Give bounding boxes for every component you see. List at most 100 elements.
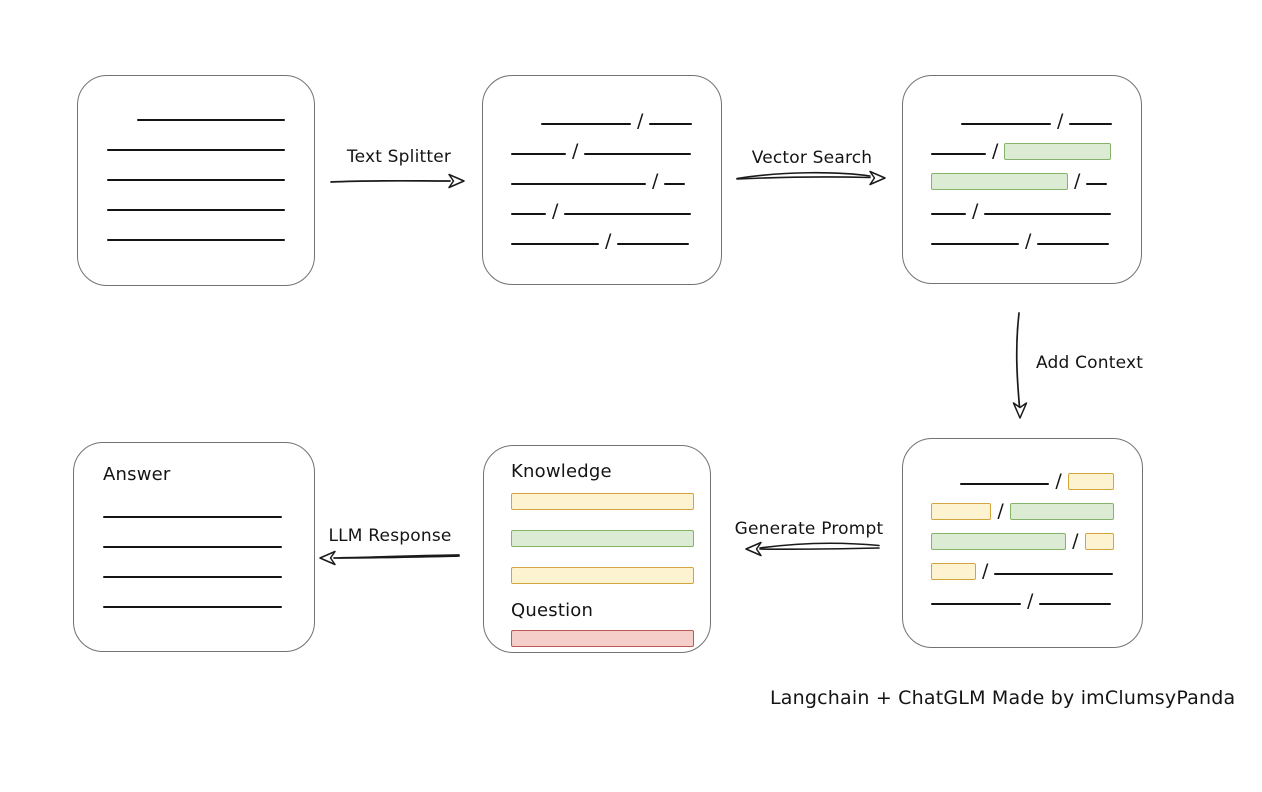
text-line	[931, 243, 1019, 245]
answer-label: Answer	[103, 464, 171, 485]
text-line	[107, 179, 285, 181]
text-chunk-row	[107, 158, 285, 188]
answer-lines	[103, 516, 285, 608]
text-line	[1069, 123, 1113, 125]
text-chunk-row	[107, 128, 285, 158]
text-line	[664, 183, 686, 185]
text-chunk-row: /	[931, 162, 1113, 192]
context-chunk-lines: / / / / /	[903, 439, 1142, 612]
text-line	[107, 149, 285, 151]
text-chunk-row: /	[931, 132, 1113, 162]
context-chunk-yellow	[931, 563, 976, 580]
text-line	[541, 123, 631, 125]
text-line	[511, 213, 546, 215]
slash-separator: /	[572, 140, 579, 162]
text-line	[103, 546, 282, 548]
text-chunk-row: /	[511, 162, 693, 192]
matched-chunk-green-bar	[511, 530, 694, 547]
text-chunk-row: /	[511, 222, 693, 252]
llm-response-arrow	[319, 550, 460, 566]
text-line	[564, 213, 692, 215]
slash-separator: /	[1055, 470, 1062, 492]
llm-response-label: LLM Response	[328, 526, 452, 546]
text-chunk-row: /	[931, 462, 1114, 492]
text-chunk-row: /	[931, 192, 1113, 222]
matched-chunk-green	[931, 173, 1068, 190]
text-line	[136, 119, 285, 121]
node-prompt: Knowledge Question	[483, 445, 711, 653]
text-line	[584, 153, 692, 155]
slash-separator: /	[997, 500, 1004, 522]
text-line	[511, 183, 646, 185]
text-line	[649, 123, 693, 125]
text-chunk-row	[107, 188, 285, 218]
matched-chunk-lines: /////	[903, 76, 1141, 252]
text-line	[961, 123, 1051, 125]
text-chunk-row: /	[511, 132, 693, 162]
matched-chunk-green	[931, 533, 1067, 550]
document-lines	[78, 76, 314, 248]
question-chunk-red-bar	[511, 630, 694, 647]
text-line	[617, 243, 690, 245]
text-splitter-arrow	[330, 173, 465, 189]
text-splitter-label: Text Splitter	[346, 147, 452, 167]
node-split-chunks: /////	[482, 75, 722, 285]
question-bars	[511, 623, 694, 653]
matched-chunk-green	[1004, 143, 1112, 160]
slash-separator: /	[605, 230, 612, 252]
text-line	[103, 516, 282, 518]
text-line	[1086, 183, 1108, 185]
vector-search-label: Vector Search	[751, 148, 873, 168]
slash-separator: /	[1072, 530, 1079, 552]
slash-separator: /	[992, 140, 999, 162]
slash-separator: /	[1025, 230, 1032, 252]
generate-prompt-label: Generate Prompt	[734, 519, 884, 539]
text-line	[107, 239, 285, 241]
text-chunk-row: /	[931, 222, 1113, 252]
text-line	[994, 573, 1114, 575]
slash-separator: /	[1027, 590, 1034, 612]
text-line	[103, 606, 282, 608]
slash-separator: /	[972, 200, 979, 222]
node-source-document	[77, 75, 315, 286]
text-chunk-row	[107, 98, 285, 128]
slash-separator: /	[637, 110, 644, 132]
text-line	[511, 243, 599, 245]
text-line	[931, 153, 986, 155]
text-chunk-row: /	[931, 102, 1113, 132]
node-vector-matches: /////	[902, 75, 1142, 284]
vector-search-arrow	[736, 170, 886, 186]
text-line	[931, 213, 966, 215]
slash-separator: /	[652, 170, 659, 192]
text-line	[103, 576, 282, 578]
node-answer: Answer	[73, 442, 315, 652]
text-chunk-row: /	[931, 492, 1114, 522]
context-chunk-yellow	[931, 503, 992, 520]
text-line	[931, 603, 1021, 605]
knowledge-bars	[511, 484, 694, 590]
diagram-caption: Langchain + ChatGLM Made by imClumsyPand…	[770, 687, 1236, 709]
text-chunk-row: /	[511, 102, 693, 132]
knowledge-label: Knowledge	[511, 461, 612, 482]
context-chunk-yellow-bar	[511, 493, 694, 510]
text-chunk-row: /	[931, 522, 1114, 552]
text-chunk-row: /	[931, 552, 1114, 582]
generate-prompt-arrow	[745, 541, 880, 557]
matched-chunk-green	[1009, 503, 1114, 520]
add-context-arrow	[1012, 312, 1028, 419]
slash-separator: /	[982, 560, 989, 582]
text-chunk-row	[107, 218, 285, 248]
text-line	[107, 209, 285, 211]
context-chunk-yellow-bar	[511, 567, 694, 584]
text-chunk-row: /	[511, 192, 693, 222]
text-line	[959, 483, 1050, 485]
node-added-context: / / / / /	[902, 438, 1143, 648]
question-label: Question	[511, 600, 594, 621]
text-line	[511, 153, 566, 155]
text-line	[1037, 243, 1110, 245]
text-chunk-row: /	[931, 582, 1114, 612]
context-chunk-yellow	[1067, 473, 1114, 490]
slash-separator: /	[1057, 110, 1064, 132]
text-line	[984, 213, 1112, 215]
